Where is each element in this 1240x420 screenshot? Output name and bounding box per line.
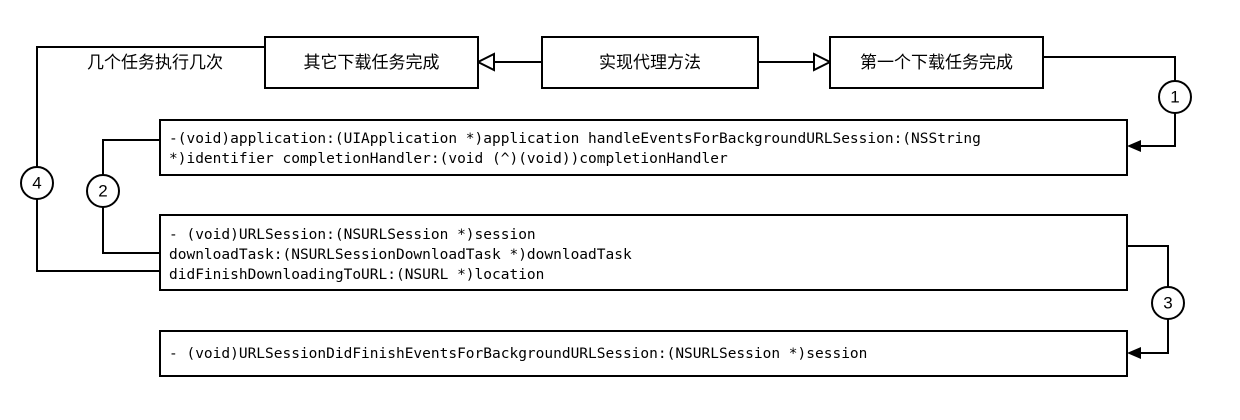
loop-count-label: 几个任务执行几次 — [87, 53, 223, 72]
step-marker-3-label: 3 — [1163, 293, 1172, 312]
code-line-did-finish-events-1: - (void)URLSessionDidFinishEventsForBack… — [169, 346, 867, 362]
step-marker-4[interactable] — [20, 166, 54, 200]
code-line-did-finish-downloading-2: downloadTask:(NSURLSessionDownloadTask *… — [169, 247, 632, 263]
connector-loop-bottom — [36, 199, 186, 272]
step-marker-3[interactable] — [1151, 286, 1185, 320]
code-line-did-finish-downloading-3: didFinishDownloadingToURL:(NSURL *)locat… — [169, 267, 544, 283]
step-marker-1-label: 1 — [1170, 87, 1179, 106]
connector-marker3-bottom — [1140, 319, 1169, 354]
arrowhead-marker3-into-did-finish-events — [1127, 347, 1141, 359]
arrowhead-hollow-left — [475, 52, 495, 72]
code-line-handle-events-2: *)identifier completionHandler:(void (^)… — [169, 151, 728, 167]
node-other-tasks-done[interactable] — [264, 36, 479, 89]
node-other-tasks-done-label: 其它下载任务完成 — [304, 53, 440, 72]
node-first-task-done[interactable] — [829, 36, 1044, 89]
arrowhead-hollow-right — [813, 52, 833, 72]
code-line-handle-events-1: -(void)application:(UIApplication *)appl… — [169, 131, 981, 147]
connector-marker1-bottom — [1140, 113, 1176, 147]
code-line-did-finish-downloading-1: - (void)URLSession:(NSURLSession *)sessi… — [169, 227, 536, 243]
connector-marker2-top — [102, 139, 160, 175]
connector-marker3-top — [1127, 245, 1169, 287]
node-first-task-done-label: 第一个下载任务完成 — [860, 53, 1013, 72]
code-box-did-finish-downloading[interactable] — [159, 214, 1128, 291]
code-box-did-finish-events[interactable] — [159, 330, 1128, 377]
node-implement-delegate[interactable] — [541, 36, 759, 89]
step-marker-2[interactable] — [86, 174, 120, 208]
code-box-handle-events[interactable] — [159, 119, 1128, 176]
connector-loop-top — [36, 46, 265, 167]
step-marker-1[interactable] — [1158, 80, 1192, 114]
step-marker-2-label: 2 — [98, 181, 107, 200]
arrowhead-marker1-into-handle-events — [1127, 140, 1141, 152]
step-marker-4-label: 4 — [32, 173, 41, 192]
connector-marker2-bottom — [102, 207, 186, 254]
connector-marker1-top — [1043, 56, 1176, 81]
node-implement-delegate-label: 实现代理方法 — [599, 53, 701, 72]
